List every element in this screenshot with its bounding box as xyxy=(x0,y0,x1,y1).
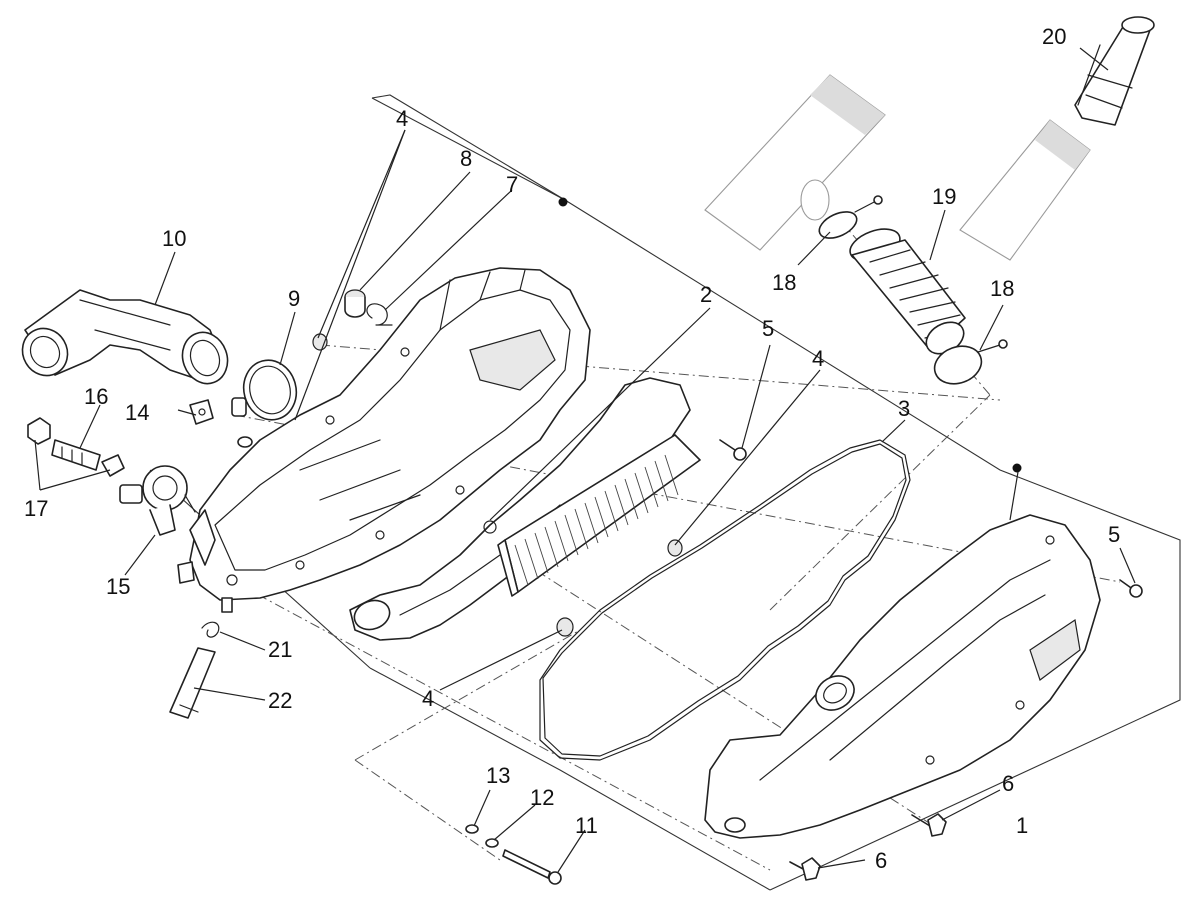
part-20-filler-tube xyxy=(1074,16,1155,126)
callout-18-right: 18 xyxy=(990,276,1014,301)
callout-4-mid: 4 xyxy=(812,346,824,371)
part-19-bellows xyxy=(849,228,966,355)
callout-8: 8 xyxy=(460,146,472,171)
part-8-spacer xyxy=(344,289,366,318)
washer-small xyxy=(237,436,253,448)
callout-19: 19 xyxy=(932,184,956,209)
part-18-clamp-upper xyxy=(818,195,883,239)
callout-20: 20 xyxy=(1042,24,1066,49)
callout-22: 22 xyxy=(268,688,292,713)
part-5-screw-right xyxy=(1119,579,1143,598)
callout-3: 3 xyxy=(898,396,910,421)
callout-17: 17 xyxy=(24,496,48,521)
ghost-intake-duct xyxy=(704,74,1091,261)
callout-6-lower: 6 xyxy=(875,848,887,873)
part-17-cap-left xyxy=(27,417,51,445)
part-1-front-cover xyxy=(704,514,1101,839)
part-21-spring-clamp xyxy=(201,621,220,638)
part-4-grommet-low xyxy=(556,617,574,637)
callout-21: 21 xyxy=(268,637,292,662)
callout-14: 14 xyxy=(125,400,149,425)
part-5-screw-upper xyxy=(719,439,747,461)
part-6-knob-upper xyxy=(911,813,947,837)
part-18-clamp-lower xyxy=(933,339,1008,385)
part-2-filter-frame xyxy=(349,377,691,641)
part-9-hose-clamp xyxy=(231,359,298,421)
callout-15: 15 xyxy=(106,574,130,599)
part-13-washer xyxy=(465,824,479,834)
part-22-drain-strip xyxy=(169,647,216,719)
part-7-spring-clip xyxy=(366,303,393,326)
callout-9: 9 xyxy=(288,286,300,311)
callout-16: 16 xyxy=(84,384,108,409)
callout-11: 11 xyxy=(575,813,598,838)
callout-2: 2 xyxy=(700,282,712,307)
callout-12: 12 xyxy=(530,785,554,810)
part-16-drain-tube xyxy=(51,439,101,471)
callout-7: 7 xyxy=(506,172,518,197)
callout-5-right: 5 xyxy=(1108,522,1120,547)
part-17-cap-right xyxy=(101,454,125,477)
callout-5-upper: 5 xyxy=(762,316,774,341)
part-15-sensor xyxy=(119,465,196,536)
callout-1: 1 xyxy=(1016,813,1028,838)
callout-13: 13 xyxy=(486,763,510,788)
filter-element xyxy=(497,434,701,597)
callout-18-left: 18 xyxy=(772,270,796,295)
leader-lines xyxy=(34,47,1136,873)
marker-dot-lower xyxy=(1012,463,1022,473)
marker-dot-upper xyxy=(558,197,568,207)
part-14-clip xyxy=(189,399,214,425)
airbox-rear-housing xyxy=(177,267,591,613)
callout-4-top: 4 xyxy=(396,106,408,131)
part-11-bolt xyxy=(502,849,562,885)
callout-10: 10 xyxy=(162,226,186,251)
part-12-washer xyxy=(485,838,499,848)
callout-6-upper: 6 xyxy=(1002,771,1014,796)
callouts: 10 9 4 8 7 2 5 4 3 5 20 19 18 18 14 16 1… xyxy=(24,24,1120,873)
part-4-grommet-mid xyxy=(667,539,683,557)
part-6-knob-lower xyxy=(789,857,821,881)
callout-4-low: 4 xyxy=(422,686,434,711)
part-3-gasket xyxy=(539,439,911,761)
part-10-intake-elbow xyxy=(21,289,229,385)
